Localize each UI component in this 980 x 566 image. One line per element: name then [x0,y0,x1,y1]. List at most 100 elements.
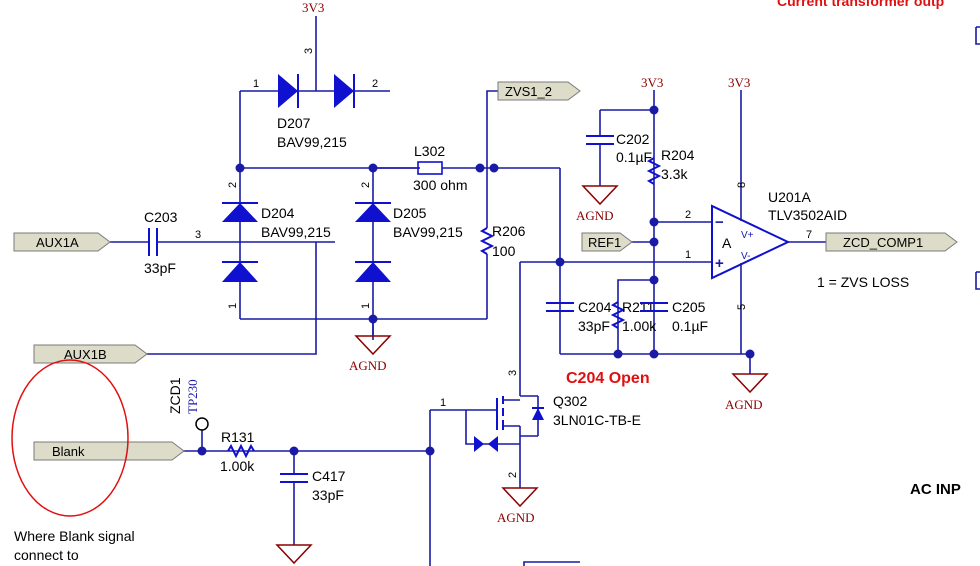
c417-capacitor[interactable]: C417 33pF [280,451,346,545]
partial-component [523,561,580,566]
u201-pin8: 8 [736,182,748,188]
u201-plus: + [715,255,724,272]
r206-ref: R206 [492,223,526,239]
u201-pin2: 2 [685,209,691,221]
d207-pin3: 3 [303,48,315,54]
c417-ref: C417 [312,468,346,484]
junction [649,105,659,115]
c205-ref: C205 [672,299,706,315]
power-3v3-u201: 3V3 [728,75,750,90]
c204-ref: C204 [578,299,612,315]
c204-open-note: C204 Open [566,370,650,387]
c202-value: 0.1µF [616,149,652,165]
port-aux1b[interactable]: AUX1B [33,344,148,364]
d204-pin3: 3 [195,229,201,241]
ac-input-label: AC INP [910,481,961,498]
svg-text:ZVS1_2: ZVS1_2 [505,84,552,99]
port-aux1a[interactable]: AUX1A [13,232,111,252]
wire-aux1b [145,242,317,355]
u201-pin7: 7 [806,229,812,241]
d205-pin2: 2 [360,182,372,188]
l302-ferrite-bead[interactable]: L302 300 ohm [373,143,560,193]
junction [649,275,659,285]
r131-resistor[interactable]: R131 1.00k [220,429,255,474]
c204-capacitor[interactable]: C204 33pF [546,299,612,334]
svg-text:ZCD_COMP1: ZCD_COMP1 [843,235,923,250]
l302-ref: L302 [414,143,445,159]
u201-pin5: 5 [736,304,748,310]
junction [613,349,623,359]
r211-resistor[interactable]: R211 1.00k [610,299,657,334]
agnd-q302: AGND [497,510,535,525]
u201-value: TLV3502AID [768,207,847,223]
l302-value: 300 ohm [413,177,467,193]
r211-value: 1.00k [622,318,657,334]
d207-ref: D207 [277,115,311,131]
r204-ref: R204 [661,147,695,163]
r204-value: 3.3k [661,166,688,182]
u201-vplus: V+ [741,230,754,241]
blank-note-line1: Where Blank signal [14,528,135,544]
c202-capacitor[interactable]: C202 0.1µF [586,110,652,186]
d204-value: BAV99,215 [261,224,331,240]
c205-capacitor[interactable]: C205 0.1µF [640,299,708,334]
junction [235,163,245,173]
power-3v3-c202: 3V3 [641,75,663,90]
agnd-symbol-c202: AGND [576,185,619,223]
junction [489,163,499,173]
c202-ref: C202 [616,131,650,147]
port-ref1[interactable]: REF1 [581,232,633,252]
q302-pin1: 1 [440,397,446,409]
c203-ref: C203 [144,209,178,225]
q302-ref: Q302 [553,393,587,409]
u201-ref: U201A [768,189,811,205]
zcd1-value: TP230 [185,379,200,414]
port-zcd-comp1[interactable]: ZCD_COMP1 [825,232,958,252]
offpage-port-fragment [975,26,980,45]
zcd1-testpoint[interactable]: ZCD1 TP230 [167,377,209,451]
agnd-symbol-c417 [275,544,313,565]
zvs-loss-note: 1 = ZVS LOSS [817,274,909,290]
blank-highlight-circle [11,359,129,517]
q302-value: 3LN01C-TB-E [553,412,641,428]
junction [475,163,485,173]
d205-diode-pair[interactable]: 2 1 D205 BAV99,215 [355,168,463,340]
q302-mosfet[interactable]: 1 3 2 Q302 3LN01C-TB-E [430,261,641,488]
svg-text:AUX1B: AUX1B [64,347,107,362]
port-blank[interactable]: Blank [33,441,185,461]
d204-diode-pair[interactable]: 2 1 3 D204 BAV99,215 [195,91,331,319]
r211-ref: R211 [622,299,655,315]
agnd-symbol-d205: AGND [349,319,392,373]
agnd-symbol-q302: AGND [497,487,539,525]
agnd-d205: AGND [349,358,387,373]
d204-pin2: 2 [227,182,239,188]
wire [617,279,654,354]
u201-vminus: V- [741,251,750,262]
power-3v3-top: 3V3 [302,0,324,15]
r204-resistor[interactable]: R204 3.3k [646,147,695,185]
u201a-comparator[interactable]: 2 1 7 8 5 A V+ V- − + U201A TLV3502AID [685,90,847,354]
u201-pin1: 1 [685,249,691,261]
c203-value: 33pF [144,260,176,276]
d205-value: BAV99,215 [393,224,463,240]
agnd-c202: AGND [576,208,614,223]
r131-ref: R131 [221,429,255,445]
port-zvs1-2[interactable]: ZVS1_2 [497,81,581,101]
d207-value: BAV99,215 [277,134,347,150]
r206-resistor[interactable]: R206 100 [479,168,526,319]
svg-text:Blank: Blank [52,444,85,459]
q302-pin3: 3 [507,370,519,376]
q302-pin2: 2 [507,472,519,478]
u201-minus: − [715,214,724,231]
d204-pin1: 1 [227,303,239,309]
svg-text:REF1: REF1 [588,235,621,250]
agnd-symbol-u201: AGND [725,354,769,412]
d207-diode-pair[interactable]: 1 2 3 D207 BAV99,215 [240,16,390,150]
junction [649,349,659,359]
c203-capacitor[interactable]: C203 33pF [110,209,240,276]
u201-unit: A [722,235,732,251]
wire-zvs [486,90,498,168]
offpage-port-fragment [975,271,980,290]
svg-text:AUX1A: AUX1A [36,235,79,250]
